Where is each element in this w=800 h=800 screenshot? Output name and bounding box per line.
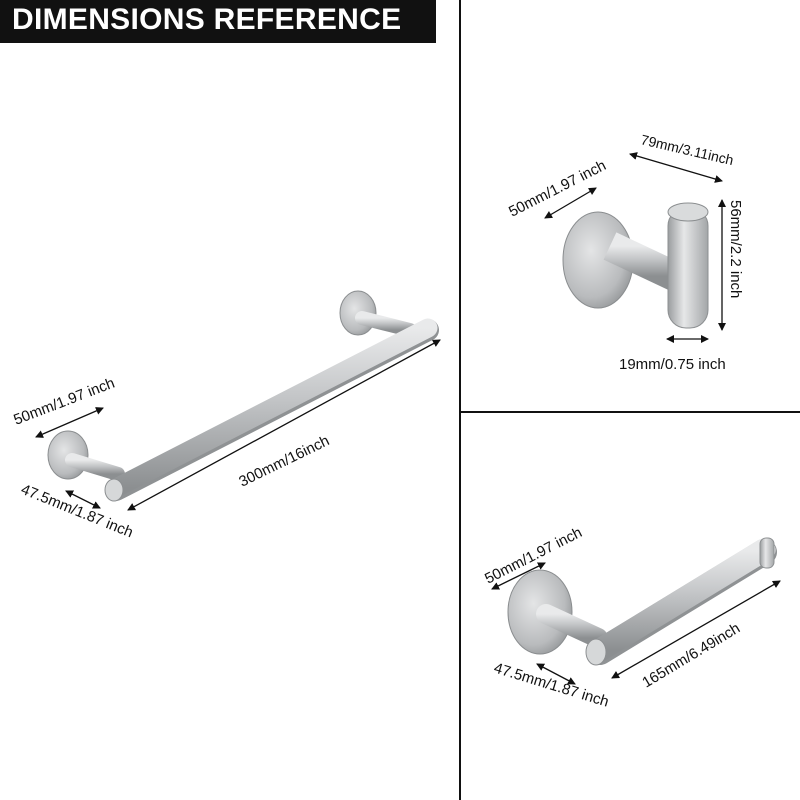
robe-hook-projection-label: 79mm/3.11inch <box>639 131 735 168</box>
towel-bar-projection-arrow <box>65 490 101 509</box>
horizontal-divider <box>460 411 800 413</box>
paper-holder-projection-label: 47.5mm/1.87 inch <box>492 660 611 711</box>
paper-holder-projection-arrow <box>536 663 576 685</box>
robe-hook-post <box>667 207 709 329</box>
vertical-divider <box>459 0 461 800</box>
robe-hook-diameter-label: 19mm/0.75 inch <box>619 356 726 373</box>
towel-bar-right-post <box>355 311 417 337</box>
robe-hook-post-top <box>667 202 709 222</box>
robe-hook-illustration <box>562 202 709 329</box>
title-banner: DIMENSIONS REFERENCE <box>0 0 436 43</box>
towel-bar-length-label: 300mm/16inch <box>236 432 332 490</box>
robe-hook-arm <box>603 232 681 290</box>
towel-bar-illustration <box>47 290 439 502</box>
towel-bar-base-arrow <box>35 407 104 438</box>
paper-holder-base-arrow <box>491 562 546 590</box>
page-title: DIMENSIONS REFERENCE <box>12 3 402 36</box>
towel-bar-rod-end <box>104 478 124 502</box>
towel-bar-left-post <box>65 453 125 481</box>
towel-bar-base-label: 50mm/1.97 inch <box>11 375 117 429</box>
robe-hook-projection-arrow <box>629 152 723 183</box>
paper-holder-rod-end <box>585 638 607 666</box>
paper-holder-arm <box>536 604 608 648</box>
paper-holder-length-arrow <box>611 580 781 679</box>
paper-holder-tip <box>759 537 775 569</box>
robe-hook-base-arrow <box>544 187 597 219</box>
towel-bar-length-arrow <box>127 339 441 511</box>
robe-hook-height-label: 56mm/2.2 inch <box>727 200 744 298</box>
